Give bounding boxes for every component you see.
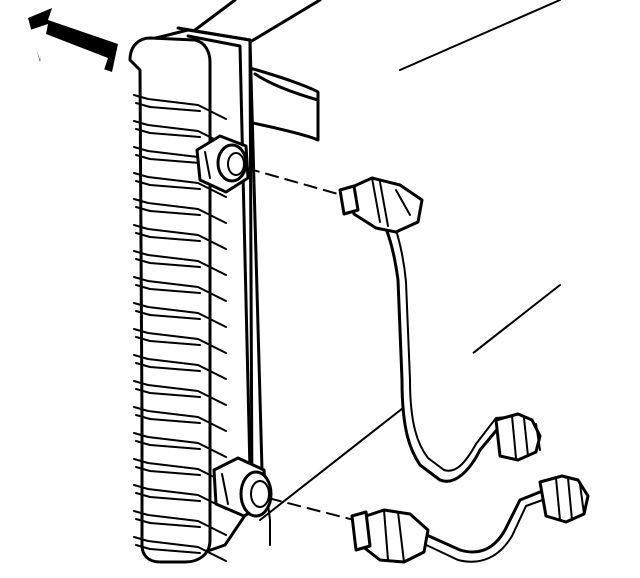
fin-rib [133,250,227,276]
fin-rib [133,432,227,458]
fin-rib-edge [135,128,201,138]
fin-rib-edge [135,336,201,346]
fin-rib [133,94,227,120]
fin-rib [133,172,227,198]
upper-cooler-line [338,176,521,483]
fin-rib [133,354,227,380]
fin-rib-edge [135,154,201,164]
radiator-fins [133,94,227,562]
fin-rib-edge [135,492,201,502]
fin-rib [133,484,227,510]
fin-rib-edge [135,544,201,554]
fin-rib-edge [135,310,201,320]
fin-rib-edge [135,232,201,242]
fin-rib-edge [135,466,201,476]
fin-rib [133,458,227,484]
fin-rib-edge [135,258,201,268]
fin-rib-edge [135,388,201,398]
lower-cooler-line [350,488,549,564]
fin-rib [133,198,227,224]
lower-line-end-fitting [538,474,590,524]
fin-rib [133,224,227,250]
fin-rib [133,120,227,146]
fin-rib-edge [135,440,201,450]
lower-tank-fitting [212,456,273,518]
fin-rib-edge [135,180,201,190]
fin-rib [133,276,227,302]
fin-rib [133,328,227,354]
upper-tank-fitting [195,134,250,194]
fin-rib [133,302,227,328]
direction-arrow-icon [28,8,118,72]
alignment-lines [245,167,363,523]
fin-rib [133,380,227,406]
fin-rib-edge [135,284,201,294]
fin-rib-edge [135,206,201,216]
fin-rib-edge [135,414,201,424]
fin-rib [133,536,227,562]
fin-rib-edge [135,518,201,528]
fin-rib [133,406,227,432]
fin-rib [133,510,227,536]
upper-line-end-fitting [494,412,542,462]
fin-rib-edge [135,102,201,112]
fin-rib-edge [135,362,201,372]
